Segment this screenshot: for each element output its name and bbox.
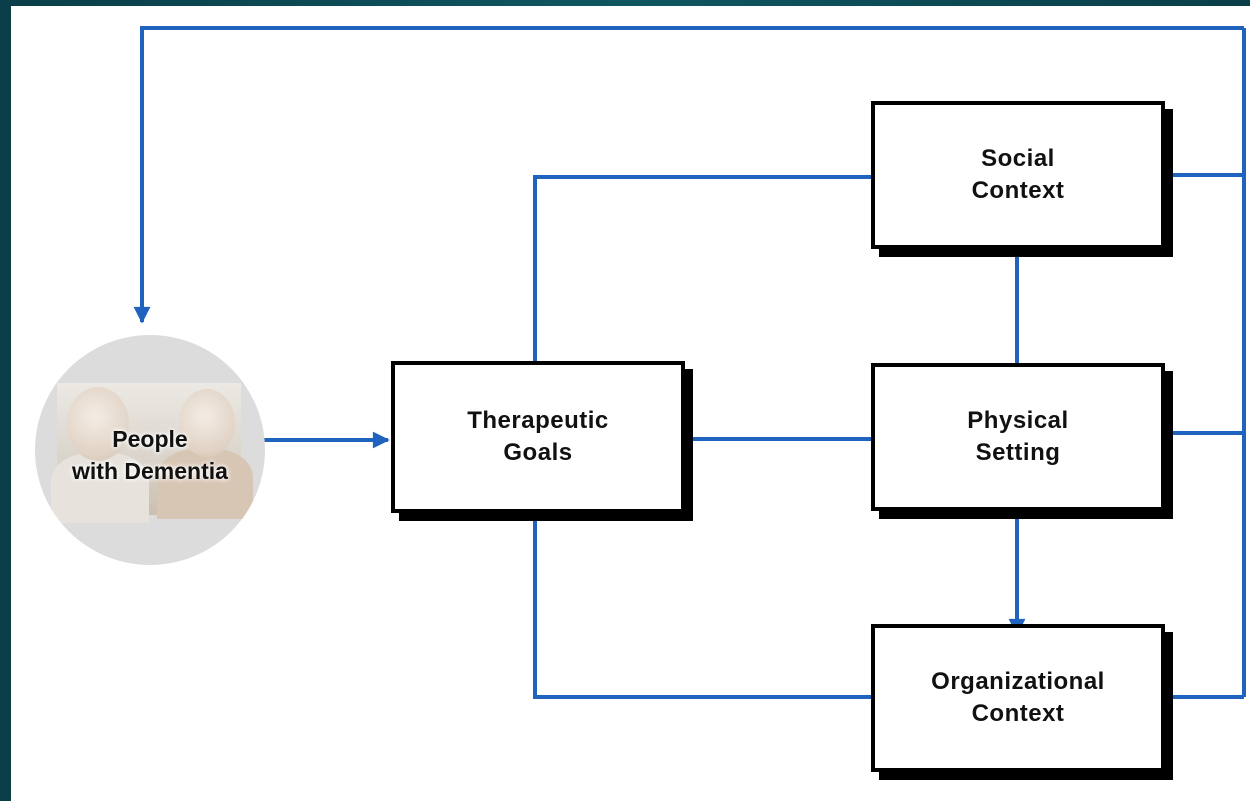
physical-setting-label: Physical Setting bbox=[967, 407, 1069, 466]
arrow-therapeutic-to-organizational bbox=[533, 513, 893, 706]
therapeutic-goals-label: Therapeutic Goals bbox=[467, 407, 609, 466]
physical-setting-box: Physical Setting bbox=[871, 363, 1165, 511]
social-context-label: Social Context bbox=[971, 145, 1065, 204]
organizational-context-label: Organizational Context bbox=[931, 668, 1105, 727]
arrow-therapeutic-to-social bbox=[533, 168, 893, 361]
arrow-feedback-to-people bbox=[133, 26, 1244, 324]
social-context-box: Social Context bbox=[871, 101, 1165, 249]
therapeutic-goals-box: Therapeutic Goals bbox=[391, 361, 685, 513]
people-with-dementia-label: People with Dementia bbox=[72, 426, 228, 484]
organizational-context-box: Organizational Context bbox=[871, 624, 1165, 772]
diagram-canvas: People with Dementia Therapeutic Goals S… bbox=[11, 6, 1250, 801]
people-photo bbox=[51, 383, 253, 523]
people-with-dementia-node: People with Dementia bbox=[35, 335, 265, 565]
connector-layer bbox=[133, 26, 1246, 706]
